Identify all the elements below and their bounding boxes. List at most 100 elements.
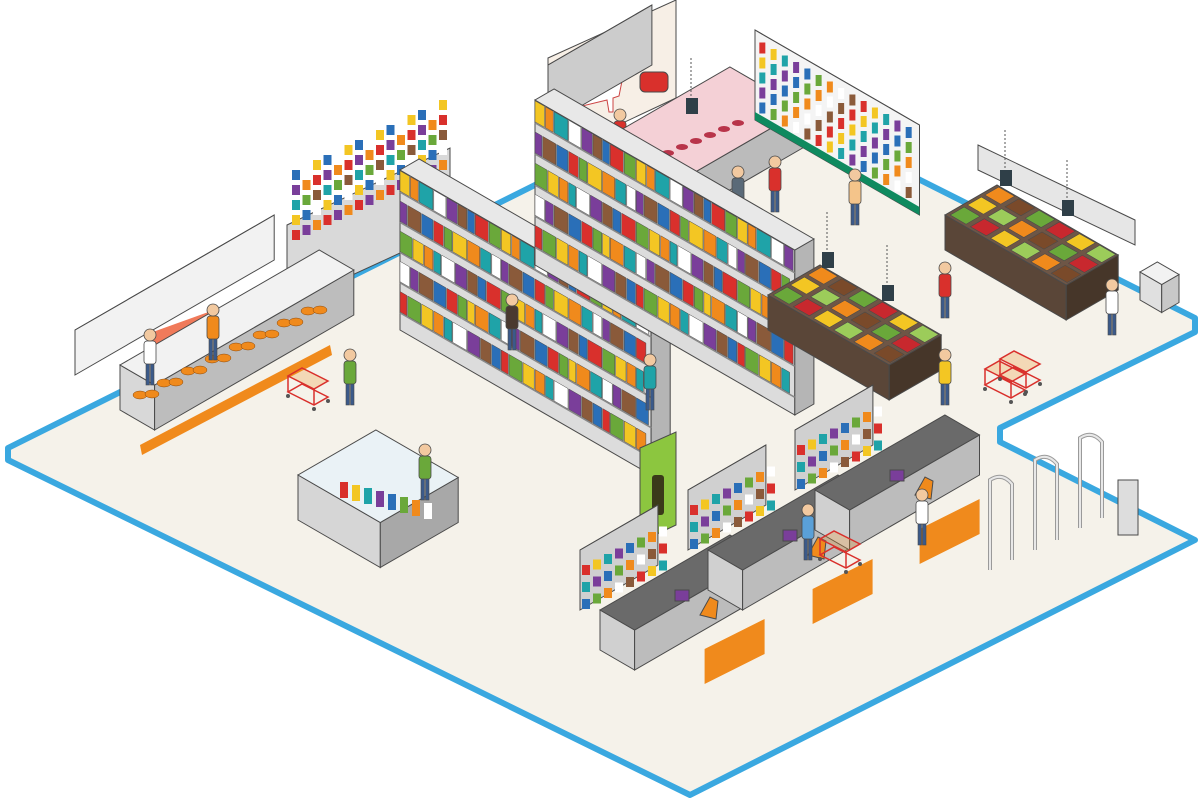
product-group	[399, 230, 413, 259]
product-group	[587, 339, 603, 369]
produce-bin	[1067, 254, 1099, 273]
shelf-line	[534, 122, 796, 274]
head	[768, 155, 782, 169]
product	[756, 472, 764, 482]
product-group	[410, 266, 419, 293]
product-group	[412, 238, 424, 266]
torso	[938, 360, 952, 385]
shopping-cart-icon	[286, 367, 330, 411]
bottle	[894, 150, 901, 162]
product	[637, 571, 645, 582]
tag-board	[1062, 200, 1074, 216]
shelf-line	[399, 282, 652, 429]
stacked-boxes	[1138, 261, 1181, 314]
product-group	[694, 192, 704, 220]
product	[808, 473, 816, 484]
bread-roll	[168, 377, 184, 387]
product	[344, 160, 353, 170]
product-group	[511, 234, 520, 261]
bottle	[905, 127, 912, 138]
product	[593, 559, 601, 570]
product	[756, 506, 764, 516]
product	[418, 125, 426, 135]
top-face	[119, 249, 355, 386]
product-group	[621, 388, 636, 419]
shelf-line	[534, 246, 796, 398]
product	[767, 483, 775, 494]
legs	[213, 337, 218, 361]
bottle	[770, 64, 777, 75]
bottle	[894, 165, 901, 177]
product-group	[399, 260, 410, 288]
product-group	[703, 260, 714, 288]
product-group	[703, 322, 717, 352]
product-group	[636, 158, 647, 187]
product	[723, 522, 731, 533]
product-group	[727, 336, 738, 364]
product-group	[610, 143, 624, 174]
product-group	[602, 263, 615, 293]
product-group	[581, 305, 593, 333]
top-face	[297, 429, 460, 524]
product-group	[581, 396, 593, 424]
product	[407, 130, 416, 140]
product-group	[508, 354, 523, 383]
bottle	[804, 113, 811, 125]
shopping-cart-icon	[998, 350, 1042, 394]
product	[767, 500, 775, 511]
bottle	[905, 172, 912, 183]
product	[386, 125, 395, 135]
security-gate-icon	[1033, 454, 1059, 550]
top-face	[794, 384, 874, 431]
produce-bin	[966, 196, 998, 215]
shopper-with-basket	[418, 443, 432, 501]
produce-clerk	[938, 348, 952, 406]
checkout-lane-2	[687, 444, 874, 624]
product-group	[737, 248, 745, 275]
product	[418, 155, 426, 165]
wheel	[983, 387, 987, 391]
product-group	[534, 193, 545, 222]
product	[313, 160, 321, 170]
product-group	[602, 408, 610, 434]
produce-bin	[807, 266, 839, 285]
product-group	[475, 304, 489, 334]
product-group	[556, 143, 569, 173]
product	[808, 456, 816, 467]
produce-clerk	[1105, 278, 1119, 336]
product	[874, 423, 882, 434]
tag-board	[686, 98, 698, 114]
product-group	[610, 322, 624, 351]
product-group	[646, 258, 655, 285]
product	[659, 560, 667, 571]
product-group	[592, 133, 602, 161]
bottle	[871, 167, 878, 179]
product-group	[467, 299, 475, 326]
produce-bin	[853, 333, 885, 352]
bottle	[770, 94, 777, 105]
price-tag-icon	[822, 212, 834, 268]
product	[659, 526, 667, 537]
product-group	[694, 285, 704, 313]
product-group	[592, 402, 603, 429]
product	[302, 165, 311, 175]
product	[701, 533, 709, 544]
magazine-rack	[1117, 479, 1139, 536]
head	[915, 488, 929, 502]
product	[386, 185, 395, 195]
price-tag-icon	[686, 58, 698, 114]
head	[418, 443, 432, 457]
head	[938, 348, 952, 362]
product	[313, 190, 321, 200]
bread-roll	[132, 390, 148, 400]
bread-roll	[216, 353, 232, 363]
produce-bin	[908, 324, 940, 343]
product	[302, 195, 311, 205]
product-group	[680, 308, 689, 336]
product-group	[587, 255, 602, 286]
product	[593, 593, 601, 604]
bottle	[860, 116, 867, 127]
torso	[801, 515, 815, 540]
product-group	[467, 209, 475, 235]
produce-bin	[888, 313, 920, 332]
